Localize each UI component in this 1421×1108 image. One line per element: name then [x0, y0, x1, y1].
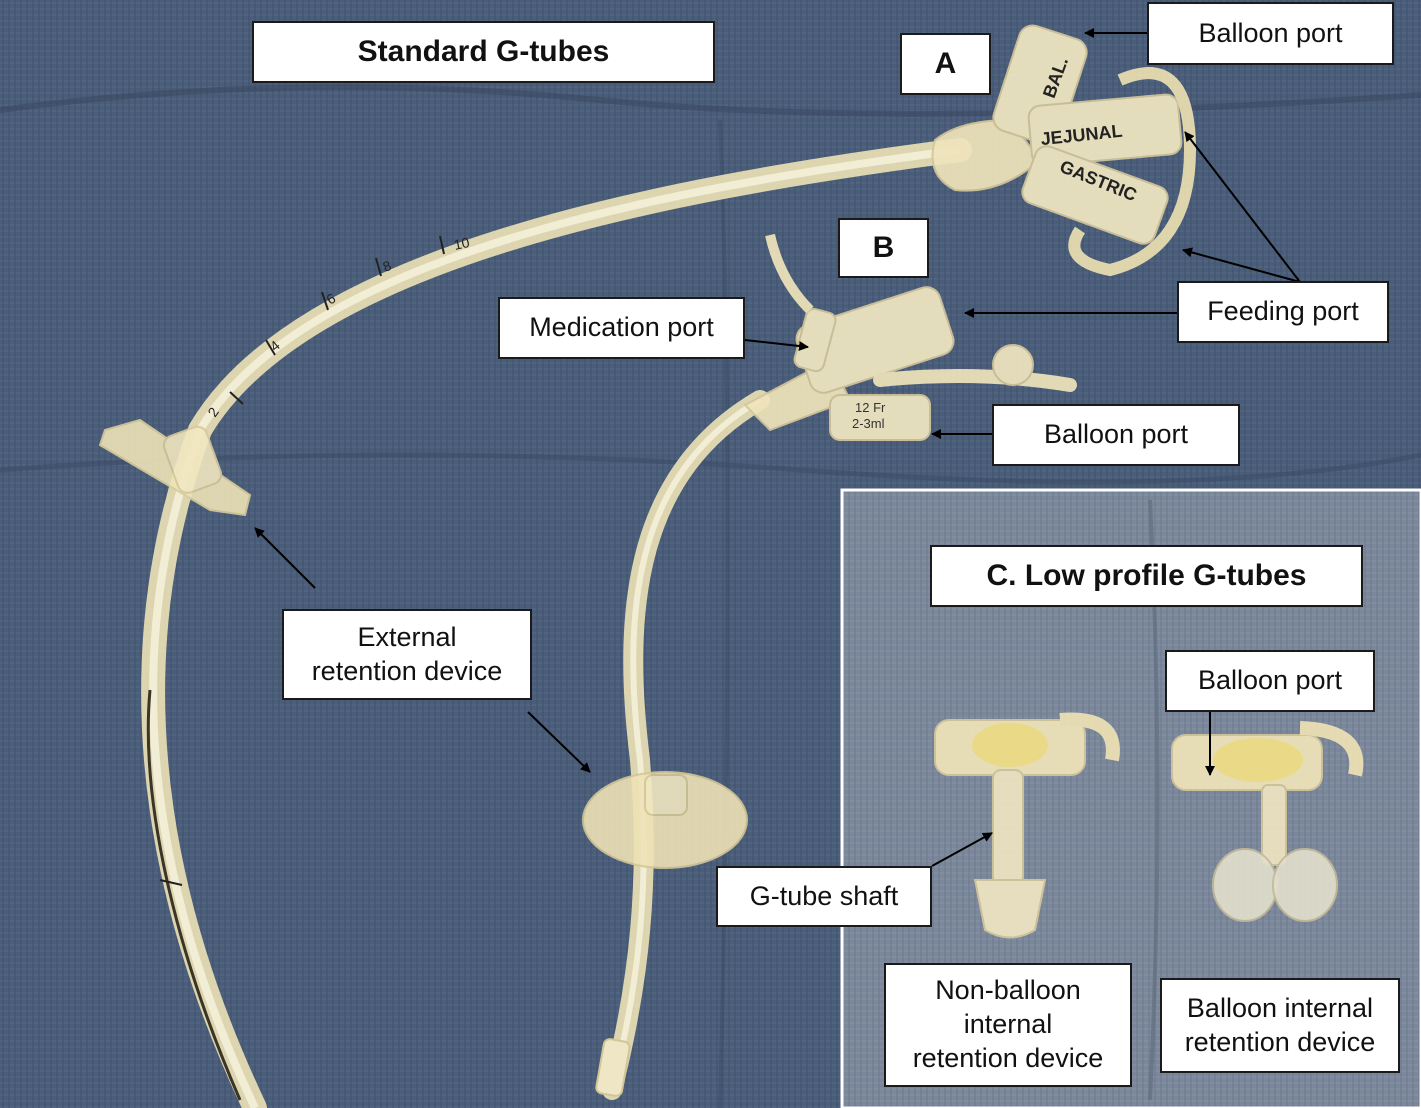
tube-b-hub — [743, 233, 1077, 441]
balloon-port-label-b: Balloon port — [992, 404, 1240, 466]
tube-a-external-bolster — [98, 418, 252, 517]
feeding-port-label: Feeding port — [1177, 281, 1389, 343]
tube-b-external-bolster — [582, 771, 748, 869]
arrow-feeding-port-a2 — [1182, 247, 1301, 283]
non-balloon-low-profile-device — [934, 712, 1120, 939]
drape-fold — [0, 452, 1421, 485]
arrow-external-retention-a — [254, 527, 316, 589]
arrow-feeding-port-a1 — [1184, 131, 1301, 283]
arrow-medication-port — [744, 339, 809, 351]
balloon-internal-retention-label: Balloon internal retention device — [1160, 978, 1400, 1073]
tube-a-hub — [931, 24, 1197, 277]
balloon-port-label-c: Balloon port — [1165, 650, 1375, 712]
tube-a-shaft-highlight — [149, 146, 961, 1108]
drape-fold — [718, 119, 730, 1108]
external-retention-device-label: External retention device — [282, 609, 532, 700]
standard-g-tubes-title: Standard G-tubes — [252, 21, 715, 83]
low-profile-g-tubes-title: C. Low profile G-tubes — [930, 545, 1363, 607]
annotation-arrows — [254, 28, 1301, 867]
arrow-external-retention-b — [527, 711, 591, 773]
tube-tick-label: 10 — [452, 234, 471, 253]
medication-port-label: Medication port — [498, 297, 745, 359]
tube-a-ticks — [159, 235, 445, 886]
g-tube-shaft-label: G-tube shaft — [716, 866, 932, 927]
tube-b-shaft-highlight — [609, 397, 762, 1091]
hub-marking-volume: 2-3ml — [852, 416, 885, 431]
tube-b-tip — [595, 1038, 631, 1097]
hub-marking-size: 12 Fr — [855, 400, 886, 415]
panel-b-label: B — [838, 218, 929, 278]
panel-a-label: A — [900, 33, 991, 95]
non-balloon-internal-retention-label: Non-balloon internal retention device — [884, 963, 1132, 1087]
arrow-g-tube-shaft — [931, 832, 993, 867]
tube-a-inner-line — [146, 689, 242, 1101]
balloon-port-label-a: Balloon port — [1147, 2, 1394, 65]
